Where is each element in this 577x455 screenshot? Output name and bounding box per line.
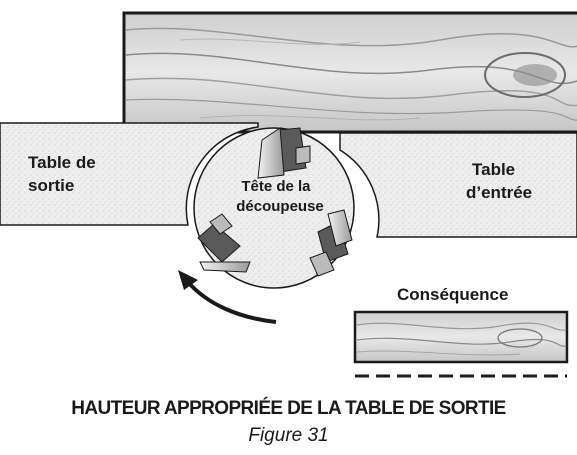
figure-number: Figure 31 bbox=[248, 425, 329, 446]
result-board bbox=[353, 310, 569, 364]
cutter-knife-left bbox=[197, 213, 251, 273]
outfeed-table bbox=[0, 122, 259, 226]
rotation-arrow bbox=[178, 270, 277, 324]
infeed-table-label: Table d’entrée bbox=[466, 160, 532, 202]
cutter-knife-right bbox=[309, 209, 353, 277]
workpiece-board bbox=[122, 11, 577, 134]
infeed-table-label-line2: d’entrée bbox=[466, 183, 532, 202]
infeed-table-label-line1: Table bbox=[472, 160, 515, 179]
outfeed-table-label-line2: sortie bbox=[28, 176, 74, 195]
cutter-knife-top bbox=[257, 127, 311, 179]
cutterhead-label-line1: Tête de la bbox=[241, 178, 311, 195]
cutterhead bbox=[193, 127, 355, 289]
outfeed-table-label-line1: Table de bbox=[28, 153, 96, 172]
result-label: Conséquence bbox=[397, 285, 508, 304]
infeed-table bbox=[339, 132, 577, 238]
cutterhead-label-line2: découpeuse bbox=[236, 198, 324, 215]
cutterhead-label: Tête de la découpeuse bbox=[236, 178, 324, 215]
outfeed-table-label: Table de sortie bbox=[28, 153, 100, 195]
caption-title: HAUTEUR APPROPRIÉE DE LA TABLE DE SORTIE bbox=[71, 398, 506, 419]
